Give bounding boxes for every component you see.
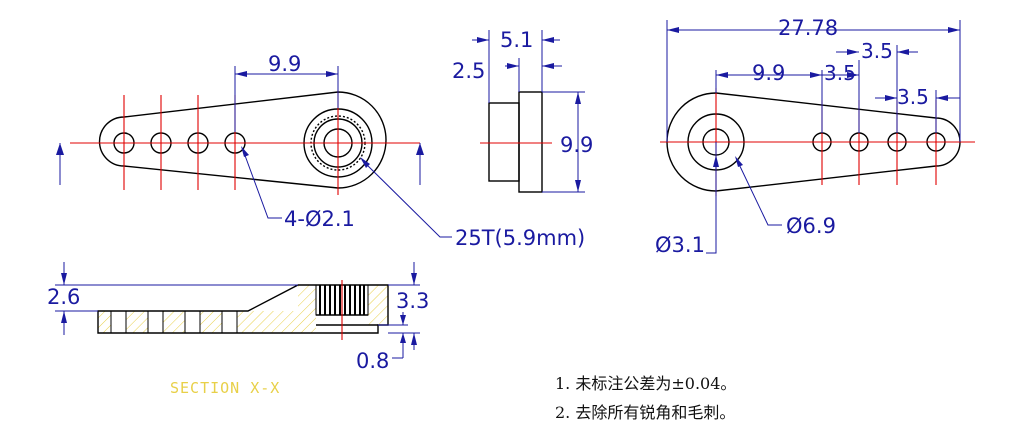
rear-dim-pitch-1: 3.5 <box>824 61 856 85</box>
section-dim-base: 0.8 <box>356 349 389 373</box>
note-line: 2. 去除所有锐角和毛刺。 <box>555 403 735 422</box>
side-hub-body <box>518 91 543 193</box>
rear-dim-outer: Ø6.9 <box>786 214 836 238</box>
side-view: 5.1 2.5 9.9 <box>452 28 593 193</box>
note-line: 1. 未标注公差为±0.04。 <box>555 374 736 393</box>
section-hub-hatch <box>368 285 388 325</box>
rear-dim-length: 27.78 <box>778 16 838 40</box>
section-view: 2.6 3.3 0.8 SECTION X-X <box>47 262 429 397</box>
side-arm-body <box>488 102 520 182</box>
side-dim-height: 9.9 <box>560 133 593 157</box>
section-hub-hatch <box>298 285 316 333</box>
front-dim-holes: 4-Ø2.1 <box>284 207 355 231</box>
front-dim-spacing: 9.9 <box>268 52 301 76</box>
rear-dim-spacing: 9.9 <box>752 61 785 85</box>
rear-view: 27.78 9.9 3.5 3.5 3.5 Ø6.9 Ø3.1 <box>655 16 975 257</box>
section-dim-hub: 3.3 <box>396 289 429 313</box>
rear-arm-outline <box>666 92 961 192</box>
rear-dim-pitch-3: 3.5 <box>897 85 929 109</box>
rear-dim-inner: Ø3.1 <box>655 233 705 257</box>
section-dim-arm: 2.6 <box>47 285 80 309</box>
notes: 1. 未标注公差为±0.04。 2. 去除所有锐角和毛刺。 <box>555 374 736 422</box>
front-dim-spline: 25T(5.9mm) <box>455 226 585 250</box>
section-title: SECTION X-X <box>170 379 280 397</box>
rear-dim-pitch-2: 3.5 <box>861 39 893 63</box>
front-arm-outline <box>98 91 387 189</box>
side-dim-step: 2.5 <box>452 59 485 83</box>
side-dim-thickness: 5.1 <box>500 28 533 52</box>
front-view: 9.9 4-Ø2.1 25T(5.9mm) <box>56 52 585 250</box>
